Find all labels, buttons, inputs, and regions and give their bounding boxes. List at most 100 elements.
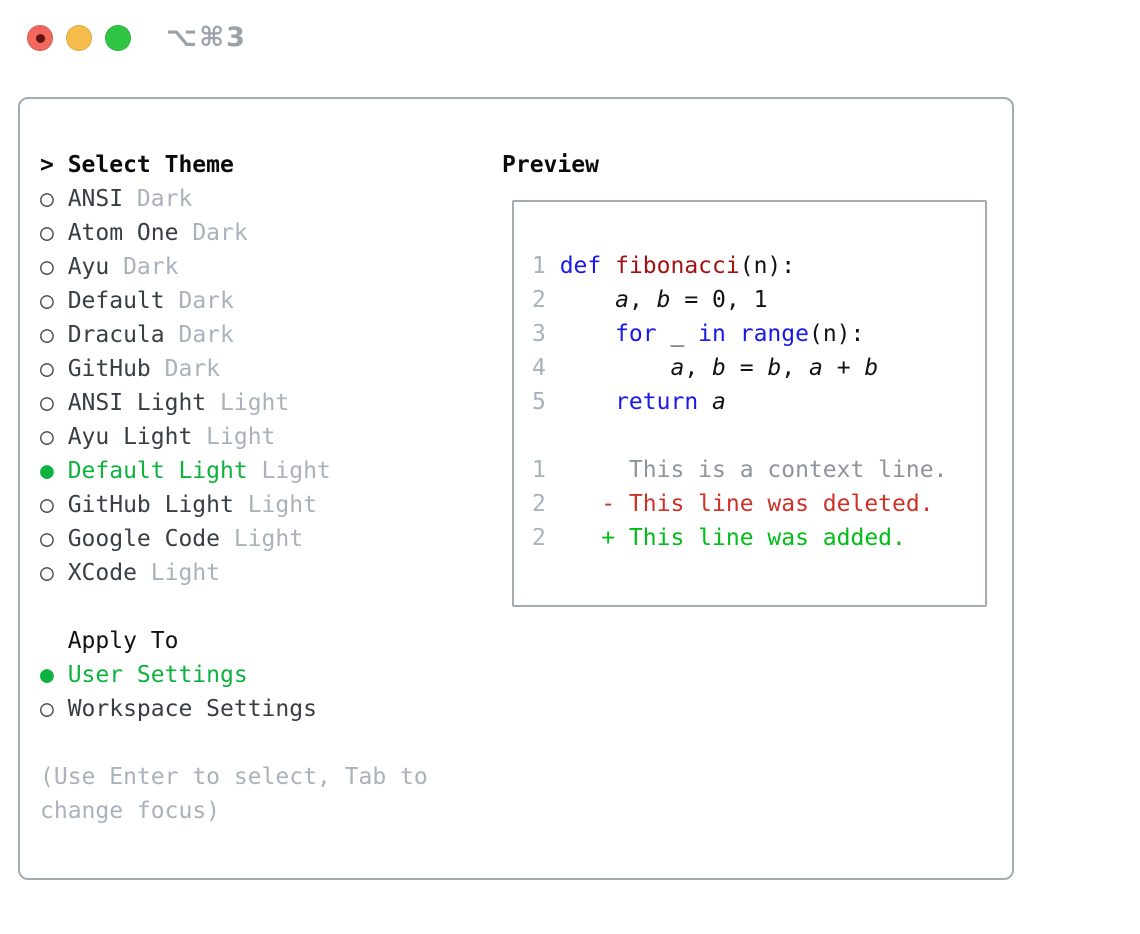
theme-name: Default Light <box>67 458 248 484</box>
radio-unselected-icon: ○ <box>40 220 54 246</box>
theme-badge: Dark <box>178 322 234 348</box>
apply-option-user-settings[interactable]: ● User Settings <box>40 658 428 692</box>
apply-to-header: Apply To <box>40 624 428 658</box>
theme-badge: Light <box>233 526 304 552</box>
theme-option-default-dark[interactable]: ○ Default Dark <box>40 284 428 318</box>
apply-option-label: User Settings <box>67 662 248 688</box>
line-number: 3 <box>532 321 546 347</box>
code-line: 1 def fibonacci(n): <box>532 249 969 283</box>
preview-title: Preview <box>502 152 599 178</box>
close-button[interactable] <box>27 25 53 51</box>
code-token: range <box>739 321 809 347</box>
theme-name: Dracula <box>67 322 165 348</box>
code-token: a <box>670 355 685 381</box>
line-number: 1 <box>532 253 546 279</box>
code-token: , <box>684 355 713 381</box>
apply-option-workspace-settings[interactable]: ○ Workspace Settings <box>40 692 428 726</box>
focus-caret-icon: > <box>40 152 54 178</box>
window-titlebar: ⌥⌘3 <box>0 0 1140 76</box>
theme-badge: Dark <box>123 254 179 280</box>
line-number: 4 <box>532 355 546 381</box>
theme-option-dracula-dark[interactable]: ○ Dracula Dark <box>40 318 428 352</box>
radio-unselected-icon: ○ <box>40 186 54 212</box>
code-diff-gap <box>532 419 969 453</box>
code-line: 4 a, b = b, a + b <box>532 351 969 385</box>
radio-selected-icon: ● <box>40 458 54 484</box>
code-token: = <box>725 355 768 381</box>
radio-selected-icon: ● <box>40 662 54 688</box>
radio-unselected-icon: ○ <box>40 322 54 348</box>
select-theme-title: Select Theme <box>67 152 234 178</box>
radio-unselected-icon: ○ <box>40 560 54 586</box>
code-token: (n): <box>739 253 796 279</box>
theme-option-github-dark[interactable]: ○ GitHub Dark <box>40 352 428 386</box>
theme-name: GitHub <box>67 356 151 382</box>
minimize-button[interactable] <box>66 25 92 51</box>
radio-unselected-icon: ○ <box>40 696 54 722</box>
code-token: fibonacci <box>615 253 740 279</box>
radio-unselected-icon: ○ <box>40 526 54 552</box>
theme-option-default-light[interactable]: ● Default Light Light <box>40 454 428 488</box>
theme-name: ANSI <box>67 186 124 212</box>
code-token: a <box>809 355 823 381</box>
line-number: 5 <box>532 389 546 415</box>
apply-to-title: Apply To <box>67 628 179 654</box>
theme-badge: Light <box>261 458 331 484</box>
help-text-line: change focus) <box>40 798 221 824</box>
code-line: 2 a, b = 0, 1 <box>532 283 969 317</box>
help-text-line: (Use Enter to select, Tab to <box>40 764 428 790</box>
code-token: , <box>781 355 809 381</box>
code-token: def <box>559 253 602 279</box>
theme-name: XCode <box>67 560 137 586</box>
theme-badge: Dark <box>136 186 193 212</box>
diff-added-line: 2 + This line was added. <box>532 521 969 555</box>
line-number: 2 <box>532 525 546 551</box>
code-token: for <box>615 321 657 347</box>
section-gap <box>40 590 428 624</box>
zoom-button[interactable] <box>105 25 131 51</box>
theme-name: ANSI Light <box>67 390 207 416</box>
theme-badge: Light <box>150 560 221 586</box>
code-token <box>560 389 615 415</box>
theme-badge: Light <box>220 390 290 416</box>
code-token <box>560 355 671 381</box>
theme-option-ansi-dark[interactable]: ○ ANSI Dark <box>40 182 428 216</box>
code-token: b <box>864 355 879 381</box>
radio-unselected-icon: ○ <box>40 492 54 518</box>
theme-badge: Dark <box>164 356 221 382</box>
section-gap <box>40 726 428 760</box>
diff-deleted-text: - This line was deleted. <box>559 491 934 517</box>
theme-name: Default <box>67 288 165 314</box>
theme-option-github-light[interactable]: ○ GitHub Light Light <box>40 488 428 522</box>
theme-badge: Light <box>247 492 317 518</box>
code-token: _ <box>656 321 699 347</box>
theme-option-xcode-light[interactable]: ○ XCode Light <box>40 556 428 590</box>
code-token: a <box>615 287 629 313</box>
radio-unselected-icon: ○ <box>40 288 54 314</box>
theme-badge: Dark <box>192 220 248 246</box>
diff-context-text: This is a context line. <box>559 457 948 483</box>
code-token: b <box>656 287 671 313</box>
theme-badge: Light <box>206 424 276 450</box>
code-token: (n): <box>808 321 865 347</box>
code-line: 5 return a <box>532 385 969 419</box>
theme-name: GitHub Light <box>67 492 234 518</box>
theme-badge: Dark <box>178 288 234 314</box>
code-token <box>560 321 615 347</box>
code-token: a <box>712 389 726 415</box>
code-token <box>698 389 712 415</box>
radio-unselected-icon: ○ <box>40 424 54 450</box>
code-token: , <box>628 287 657 313</box>
code-token: + <box>822 355 865 381</box>
diff-deleted-line: 2 - This line was deleted. <box>532 487 969 521</box>
apply-option-label: Workspace Settings <box>67 696 317 722</box>
radio-unselected-icon: ○ <box>40 356 54 382</box>
